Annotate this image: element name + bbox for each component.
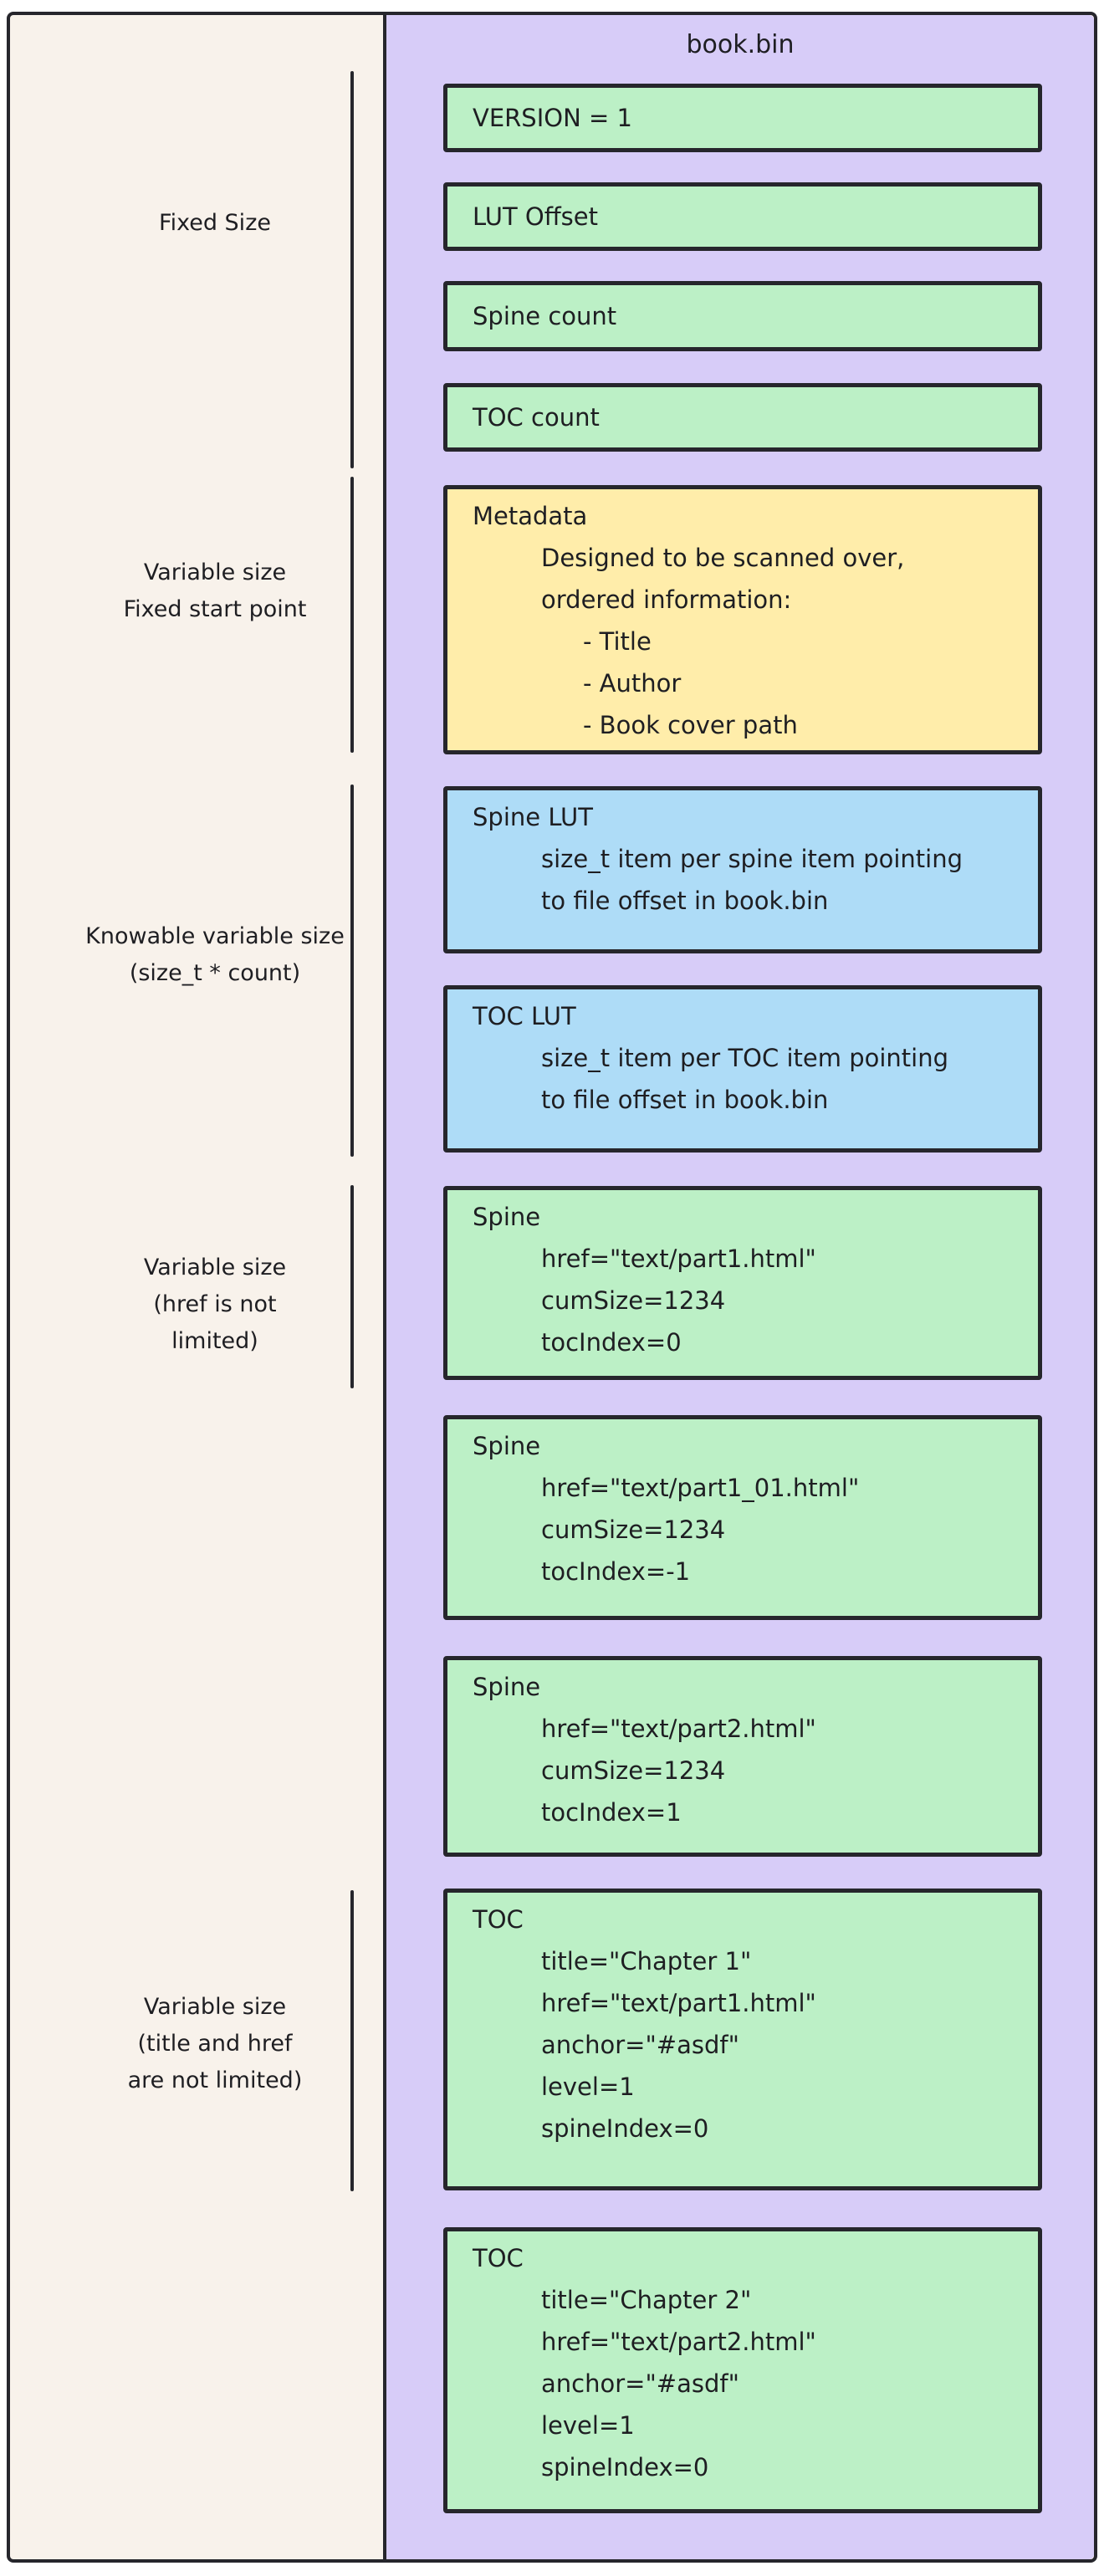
section-label-line: Variable size (143, 1255, 287, 1280)
file-section-box-toc-count: TOC count (443, 383, 1042, 452)
file-section-text-line: TOC LUT (473, 1002, 576, 1030)
file-section-text-line: to file offset in book.bin (541, 1086, 829, 1114)
section-label-line: Variable size (143, 1994, 287, 2020)
file-section-text-line: level=1 (541, 2073, 635, 2101)
file-section-text-line: LUT Offset (473, 202, 598, 231)
section-label-line: Variable size (143, 560, 287, 585)
section-bracket-var-fixed-start (350, 477, 354, 753)
file-section-text-line: href="text/part1.html" (541, 1989, 816, 2017)
file-section-text-line: spineIndex=0 (541, 2453, 709, 2481)
file-section-text-line: tocIndex=1 (541, 1798, 682, 1827)
file-section-box-toc-1: TOC title="Chapter 1" href="text/part1.htm… (443, 1889, 1042, 2190)
file-section-text-line: href="text/part2.html" (541, 2328, 816, 2356)
file-section-text-line: level=1 (541, 2411, 635, 2440)
file-section-text-line: Spine (473, 1673, 541, 1701)
file-section-box-version: VERSION = 1 (443, 84, 1042, 152)
file-section-box-spine-lut: Spine LUT size_t item per spine item poin… (443, 786, 1042, 953)
file-section-box-spine-count: Spine count (443, 281, 1042, 351)
file-section-box-toc-lut: TOC LUT size_t item per TOC item pointing… (443, 985, 1042, 1153)
file-section-text-line: spineIndex=0 (541, 2114, 709, 2143)
file-section-text-line: TOC count (473, 403, 600, 432)
file-section-text-line: ordered information: (541, 585, 792, 614)
file-section-text-line: anchor="#asdf" (541, 2369, 739, 2398)
section-label-line: Knowable variable size (85, 923, 345, 949)
file-title: book.bin (686, 30, 795, 59)
section-label-line: Fixed Size (159, 210, 271, 236)
section-bracket-var-title-href (350, 1890, 354, 2191)
file-section-text-line: Spine count (473, 302, 617, 330)
file-section-text-line: title="Chapter 1" (541, 1947, 752, 1975)
section-bracket-knowable (350, 785, 354, 1157)
file-section-text-line: - Author (583, 669, 682, 698)
file-section-text-line: tocIndex=0 (541, 1328, 682, 1357)
section-label-var-href: Variable size (href is not limited) (73, 1250, 357, 1360)
file-section-text-line: href="text/part2.html" (541, 1715, 816, 1743)
file-section-text-line: href="text/part1_01.html" (541, 1474, 860, 1502)
file-section-text-line: cumSize=1234 (541, 1286, 726, 1315)
file-section-box-toc-2: TOC title="Chapter 2" href="text/part2.htm… (443, 2227, 1042, 2513)
file-section-text-line: VERSION = 1 (473, 104, 632, 132)
section-label-knowable: Knowable variable size (size_t * count) (73, 918, 357, 992)
section-label-line: limited) (171, 1328, 258, 1354)
section-label-line: (size_t * count) (129, 960, 301, 986)
file-section-box-lut-offset: LUT Offset (443, 182, 1042, 251)
file-section-text-line: href="text/part1.html" (541, 1245, 816, 1273)
file-section-text-line: to file offset in book.bin (541, 887, 829, 915)
file-section-text-line: Metadata (473, 502, 588, 530)
file-section-text-line: Spine (473, 1203, 541, 1231)
section-label-fixed-size: Fixed Size (73, 207, 357, 240)
file-section-text-line: anchor="#asdf" (541, 2031, 739, 2059)
file-section-text-line: TOC (473, 1905, 524, 1934)
file-section-text-line: TOC (473, 2244, 524, 2272)
section-label-line: Fixed start point (123, 596, 307, 622)
file-section-text-line: tocIndex=-1 (541, 1557, 691, 1586)
file-section-text-line: Spine (473, 1432, 541, 1460)
file-section-text-line: - Book cover path (583, 711, 798, 739)
file-section-text-line: Designed to be scanned over, (541, 544, 905, 572)
section-label-line: (title and href (137, 2031, 293, 2057)
section-label-var-title-href: Variable size (title and href are not limi… (73, 1989, 357, 2099)
section-label-line: (href is not (153, 1291, 277, 1317)
section-bracket-var-href (350, 1185, 354, 1388)
file-section-text-line: size_t item per spine item pointing (541, 845, 963, 873)
section-bracket-fixed-size (350, 71, 354, 468)
file-section-text-line: Spine LUT (473, 803, 593, 831)
section-label-line: are not limited) (127, 2067, 303, 2093)
file-section-text-line: cumSize=1234 (541, 1515, 726, 1544)
file-section-text-line: - Title (583, 627, 652, 656)
file-section-text-line: title="Chapter 2" (541, 2286, 752, 2314)
file-section-text-line: cumSize=1234 (541, 1756, 726, 1785)
file-section-text-line: size_t item per TOC item pointing (541, 1044, 948, 1072)
